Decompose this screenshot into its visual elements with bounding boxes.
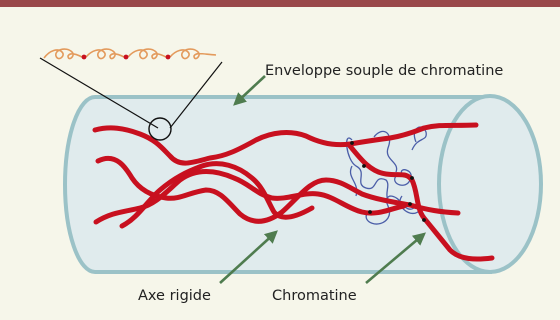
rigid-axis-fibers: [92, 122, 495, 262]
chromatin-zoom-inset: [43, 48, 217, 60]
magnifier: [39, 57, 223, 141]
axis-arrow: [219, 230, 278, 284]
top-accent-bar: [0, 0, 560, 7]
axis-junction-dots: [350, 141, 426, 222]
label-arrows: [219, 75, 426, 284]
chromatin-arrow: [365, 232, 426, 284]
axis-label: Axe rigide: [138, 288, 211, 304]
envelope-label: Enveloppe souple de chromatine: [265, 63, 503, 79]
chromatin-label: Chromatine: [272, 288, 357, 304]
envelope-arrow: [233, 75, 266, 106]
